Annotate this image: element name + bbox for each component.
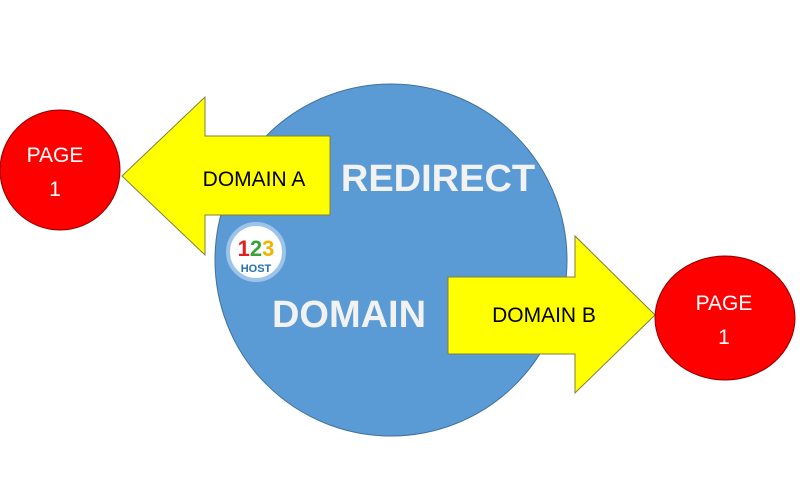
- page-right-line2: 1: [718, 326, 730, 349]
- arrow-domain-a-label: DOMAIN A: [203, 168, 306, 191]
- arrow-domain-b: [447, 234, 656, 395]
- arrow-domain-b-label: DOMAIN B: [492, 304, 596, 327]
- arrow-domain-a: [121, 95, 331, 257]
- svg-text:HOST: HOST: [241, 263, 272, 275]
- page-right-circle: [654, 255, 796, 381]
- page-right-line1: PAGE: [696, 292, 753, 315]
- 123host-logo: 123 HOST: [226, 222, 286, 282]
- page-left-line2: 1: [49, 178, 61, 201]
- domain-title: DOMAIN: [272, 294, 426, 336]
- redirect-title: REDIRECT: [341, 158, 535, 200]
- page-left-circle: [0, 109, 121, 231]
- page-left-line1: PAGE: [27, 144, 84, 167]
- svg-text:123: 123: [238, 236, 275, 261]
